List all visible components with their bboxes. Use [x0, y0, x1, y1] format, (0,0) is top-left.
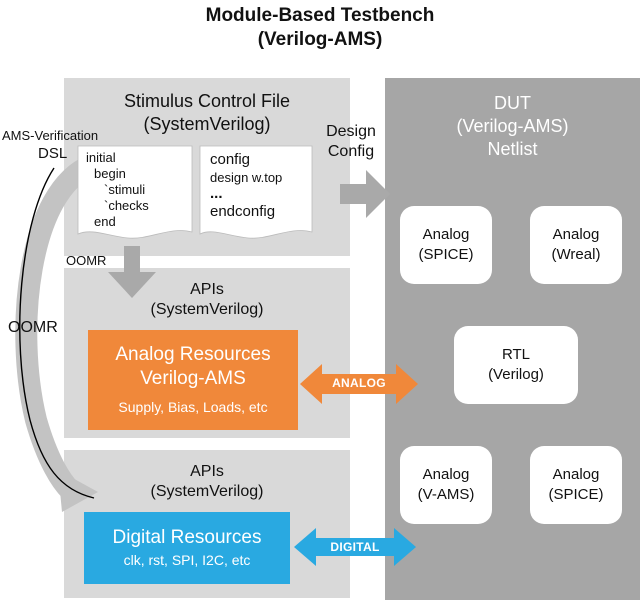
- design-config-line-2: Config: [327, 143, 375, 160]
- design-config-line-1: Design: [326, 123, 376, 140]
- config-doc-page: [199, 145, 313, 239]
- config-line-ellipsis: ...: [210, 185, 223, 202]
- dsl-label-line-2: DSL: [38, 145, 68, 162]
- dsl-label: AMS-Verification DSL: [2, 127, 112, 164]
- design-config-arrow-head: [366, 170, 390, 218]
- config-line-config: config: [210, 151, 251, 168]
- code-line-stimuli: `stimuli: [104, 182, 146, 197]
- digital-double-arrow: [294, 528, 416, 566]
- dut-title-line-1: DUT: [494, 93, 531, 113]
- oomr-thin-line: [19, 167, 95, 499]
- digital-resources-box: Digital Resources clk, rst, SPI, I2C, et…: [84, 512, 290, 584]
- dut-node-analog-wreal: Analog (Wreal): [530, 206, 622, 284]
- analog-resources-line-1: Analog Resources: [115, 344, 271, 365]
- code-line-end: end: [94, 214, 116, 229]
- design-config-arrow-shaft: [340, 184, 370, 204]
- oomr-down-arrow-head: [108, 272, 156, 298]
- apis-lower-title: APIs (SystemVerilog): [64, 462, 350, 502]
- config-line-design: design w.top: [210, 170, 283, 185]
- node-label-line-2: (SPICE): [418, 246, 474, 263]
- digital-resources-line-1: Digital Resources: [112, 527, 262, 548]
- analog-resources-line-3: Supply, Bias, Loads, etc: [118, 399, 268, 415]
- apis-upper-line-2: (SystemVerilog): [150, 301, 264, 318]
- dut-title-line-3: Netlist: [487, 139, 538, 159]
- node-label-line-2: (SPICE): [548, 486, 604, 503]
- node-label-line-2: (Verilog): [488, 366, 544, 383]
- digital-resources-line-2: clk, rst, SPI, I2C, etc: [123, 552, 251, 568]
- design-config-label: Design Config: [316, 122, 386, 162]
- code-line-begin: begin: [94, 166, 126, 181]
- node-label-line-1: Analog: [422, 466, 470, 483]
- config-line-endconfig: endconfig: [210, 203, 276, 220]
- oomr-curved-arrow: [15, 154, 97, 498]
- node-label-line-1: Analog: [422, 226, 470, 243]
- apis-lower-line-1: APIs: [190, 463, 224, 480]
- dut-title-line-2: (Verilog-AMS): [456, 116, 569, 136]
- stimulus-title-line-1: Stimulus Control File: [123, 91, 291, 111]
- node-label-line-2: (V-AMS): [417, 486, 475, 503]
- analog-link-label: ANALOG: [332, 376, 386, 390]
- stimulus-code: initial begin `stimuli `checks end: [86, 150, 190, 230]
- title-line-2: (Verilog-AMS): [257, 29, 383, 50]
- stimulus-doc-page: [77, 145, 193, 239]
- node-label-line-1: Analog: [552, 466, 600, 483]
- node-label-line-2: (Wreal): [551, 246, 601, 263]
- code-line-initial: initial: [86, 150, 116, 165]
- node-label-line-1: Analog: [552, 226, 600, 243]
- oomr-left-label: OOMR: [8, 319, 58, 336]
- oomr-upper-label: OOMR: [66, 253, 107, 268]
- dut-node-analog-vams: Analog (V-AMS): [400, 446, 492, 524]
- dut-node-analog-spice-top: Analog (SPICE): [400, 206, 492, 284]
- oomr-down-arrow-shaft: [124, 246, 140, 276]
- config-code: config design w.top ... endconfig: [210, 150, 310, 222]
- apis-upper-line-1: APIs: [190, 281, 224, 298]
- diagram-title: Module-Based Testbench (Verilog-AMS): [0, 4, 640, 52]
- code-line-checks: `checks: [104, 198, 149, 213]
- node-label-line-1: RTL: [501, 346, 531, 363]
- stimulus-title: Stimulus Control File (SystemVerilog): [64, 90, 350, 136]
- dut-node-analog-spice-bottom: Analog (SPICE): [530, 446, 622, 524]
- apis-upper-title: APIs (SystemVerilog): [64, 280, 350, 320]
- oomr-curved-arrowhead: [58, 470, 98, 512]
- analog-resources-line-2: Verilog-AMS: [140, 368, 246, 389]
- title-line-1: Module-Based Testbench: [205, 5, 435, 26]
- stimulus-title-line-2: (SystemVerilog): [143, 114, 271, 134]
- analog-double-arrow: [300, 364, 418, 404]
- dut-title: DUT (Verilog-AMS) Netlist: [385, 92, 640, 161]
- dut-node-rtl: RTL (Verilog): [454, 326, 578, 404]
- dsl-label-line-1: AMS-Verification: [2, 128, 99, 143]
- analog-resources-box: Analog Resources Verilog-AMS Supply, Bia…: [88, 330, 298, 430]
- apis-lower-line-2: (SystemVerilog): [150, 483, 264, 500]
- digital-link-label: DIGITAL: [330, 540, 380, 554]
